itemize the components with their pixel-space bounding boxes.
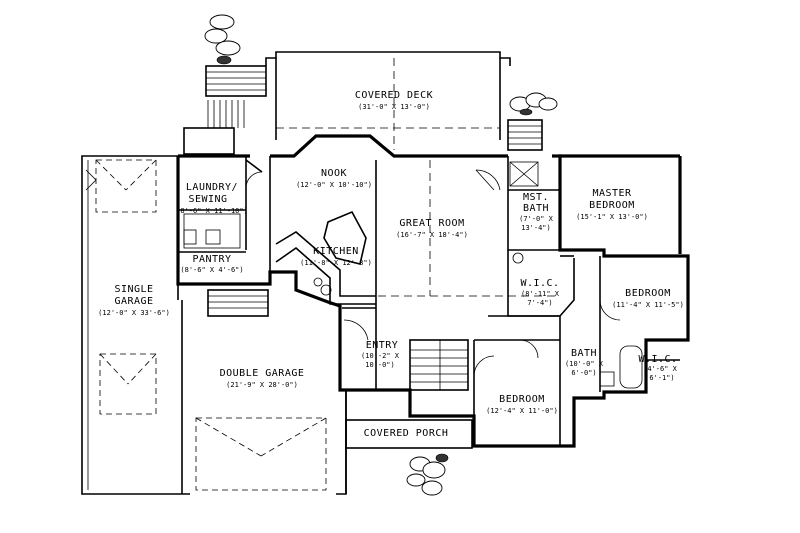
wic-master-dim-1: (8'-11" X: [521, 290, 560, 298]
master-bedroom-dim: (15'-1" X 13'-0"): [576, 213, 648, 221]
covered-deck: [265, 51, 511, 150]
deck-stairs-west: [183, 65, 267, 155]
single-garage-dim: (12'-0" X 33'-6"): [98, 309, 170, 317]
pantry-name: PANTRY: [192, 254, 231, 265]
nook-dim: (12'-0" X 10'-10"): [296, 181, 372, 189]
bath-name: BATH: [571, 348, 597, 359]
nook-name: NOOK: [321, 168, 347, 179]
mst-bath-name-1: MST.: [523, 192, 549, 203]
great-room-dim: (16'-7" X 18'-4"): [396, 231, 468, 239]
interior-walls: [178, 156, 680, 446]
great-room-name: GREAT ROOM: [399, 218, 464, 229]
laundry-dim: (8'-6" X 11'-10"): [176, 207, 248, 215]
wic-master-dim-2: 7'-4"): [527, 299, 552, 307]
kitchen-fixtures: [275, 210, 376, 305]
bedroom-east-dim: (11'-4" X 11'-5"): [612, 301, 684, 309]
mst-bath-dim-2: 13'-4"): [521, 224, 551, 232]
laundry-name-1: LAUNDRY/: [186, 182, 238, 193]
wic-master-name: W.I.C.: [520, 278, 559, 289]
covered-deck-name: COVERED DECK: [355, 90, 433, 101]
mst-bath-name-2: BATH: [523, 203, 549, 214]
shrub-northeast: [509, 92, 558, 116]
kitchen-name: KITCHEN: [313, 246, 359, 257]
laundry-name-2: SEWING: [188, 194, 227, 205]
mst-bath-dim-1: (7'-0" X: [519, 215, 554, 223]
side-stairs-west: [207, 289, 269, 317]
pantry-dim: (8'-6" X 4'-6"): [180, 266, 243, 274]
room-labels: COVERED DECK (31'-0" X 13'-0") NOOK (12'…: [98, 90, 684, 439]
single-garage-name-1: SINGLE: [114, 284, 153, 295]
double-garage-name: DOUBLE GARAGE: [220, 368, 305, 379]
bedroom-south-dim: (12'-4" X 11'-0"): [486, 407, 558, 415]
shrub-northwest: [204, 14, 241, 65]
wic-small-dim-1: (4'-6" X: [643, 365, 678, 373]
bath-dim-1: (10'-0" X: [565, 360, 604, 368]
double-garage-dim: (21'-9" X 28'-0"): [226, 381, 298, 389]
garage: [81, 155, 347, 495]
kitchen-dim: (11'-8" X 12'-8"): [300, 259, 372, 267]
entry-dim-1: (10'-2" X: [361, 352, 400, 360]
covered-deck-dim: (31'-0" X 13'-0"): [358, 103, 430, 111]
bath-dim-2: 6'-0"): [571, 369, 596, 377]
bedroom-south-name: BEDROOM: [499, 394, 545, 405]
shrub-south: [406, 453, 449, 496]
master-bedroom-name-1: MASTER: [592, 188, 632, 199]
bedroom-east-name: BEDROOM: [625, 288, 671, 299]
wic-small-name: W.I.C.: [638, 354, 677, 365]
master-bedroom-name-2: BEDROOM: [589, 200, 635, 211]
entry-dim-2: 10'-0"): [365, 361, 395, 369]
covered-porch-name: COVERED PORCH: [364, 428, 449, 439]
entry-name: ENTRY: [366, 340, 399, 351]
single-garage-name-2: GARAGE: [114, 296, 153, 307]
shrubs: [204, 14, 558, 496]
deck-stairs-east: [507, 119, 543, 151]
exterior-walls: [176, 134, 690, 448]
wic-small-dim-2: 6'-1"): [649, 374, 674, 382]
covered-porch: [345, 390, 473, 494]
